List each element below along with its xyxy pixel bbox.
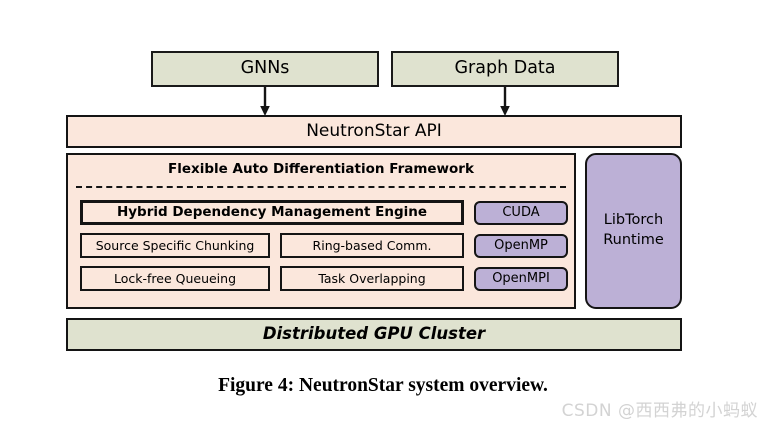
figure-caption: Figure 4: NeutronStar system overview. [218,375,548,396]
module-label-task-overlapping: Task Overlapping [318,270,426,286]
source-box-graph-data: Graph Data [391,51,619,87]
api-layer-box: NeutronStar API [66,115,682,148]
module-box-ring-based-comm: Ring-based Comm. [280,233,464,258]
hardware-layer-label: Distributed GPU Cluster [262,324,486,344]
module-label-ring-comm: Ring-based Comm. [312,237,432,253]
module-box-hybrid-dependency-management-engine: Hybrid Dependency Management Engine [80,200,464,225]
backend-chip-cuda-label: CUDA [502,204,540,220]
backend-chip-openmp-label: OpenMP [494,237,548,253]
module-label-chunking: Source Specific Chunking [95,237,255,253]
source-box-gnns-label: GNNs [240,58,290,79]
backend-chip-openmp: OpenMP [474,234,568,258]
watermark-text: CSDN @西西弗的小蚂蚁 [561,401,758,421]
libtorch-runtime-label-line1: LibTorch [603,212,664,229]
module-box-source-specific-chunking: Source Specific Chunking [80,233,270,258]
framework-dashed-divider [76,186,566,188]
module-label-lock-free-queueing: Lock-free Queueing [113,270,237,286]
module-box-lock-free-queueing: Lock-free Queueing [80,266,270,291]
libtorch-runtime-label-line2: Runtime [603,232,664,248]
source-box-gnns: GNNs [151,51,379,87]
api-layer-label: NeutronStar API [306,120,442,141]
arrow-down-icon-gnns [260,87,270,116]
module-box-task-overlapping: Task Overlapping [280,266,464,291]
source-box-graph-data-label: Graph Data [454,58,556,79]
arrow-down-icon-graph-data [500,87,510,116]
framework-block: Flexible Auto Differentiation Framework … [66,153,576,309]
framework-title: Flexible Auto Differentiation Framework [168,161,474,177]
backend-chip-openmpi: OpenMPI [474,267,568,291]
libtorch-runtime-box: LibTorch Runtime [585,153,682,309]
backend-chip-cuda: CUDA [474,201,568,225]
backend-chip-openmpi-label: OpenMPI [492,270,550,286]
hardware-layer-box: Distributed GPU Cluster [66,318,682,351]
module-label-hdme: Hybrid Dependency Management Engine [116,203,428,220]
